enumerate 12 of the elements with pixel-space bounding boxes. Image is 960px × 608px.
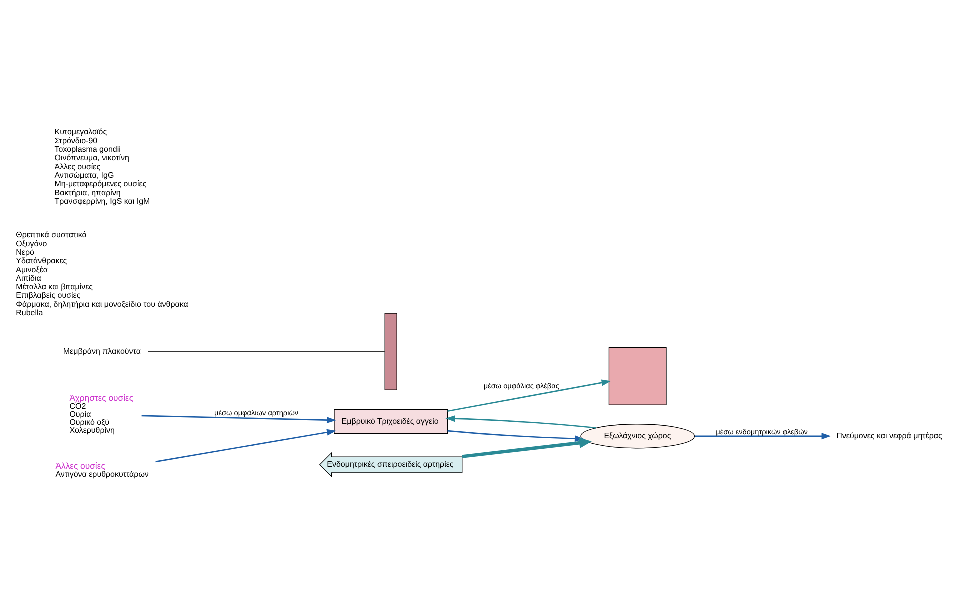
node-box [608,346,667,405]
node-bar [384,312,398,390]
connector [148,350,385,352]
arrow [156,428,336,462]
arrow [142,414,336,424]
arrow [448,379,612,412]
edge-label: μέσω ομφάλιας φλέβας [484,380,560,390]
edge-label: μέσω ενδομητρικών φλεβών [716,426,808,436]
arrow [446,415,596,428]
arrow [462,437,592,458]
edge-label: μέσω ομφάλιων αρτηριών [214,408,299,418]
arrow [694,432,832,440]
